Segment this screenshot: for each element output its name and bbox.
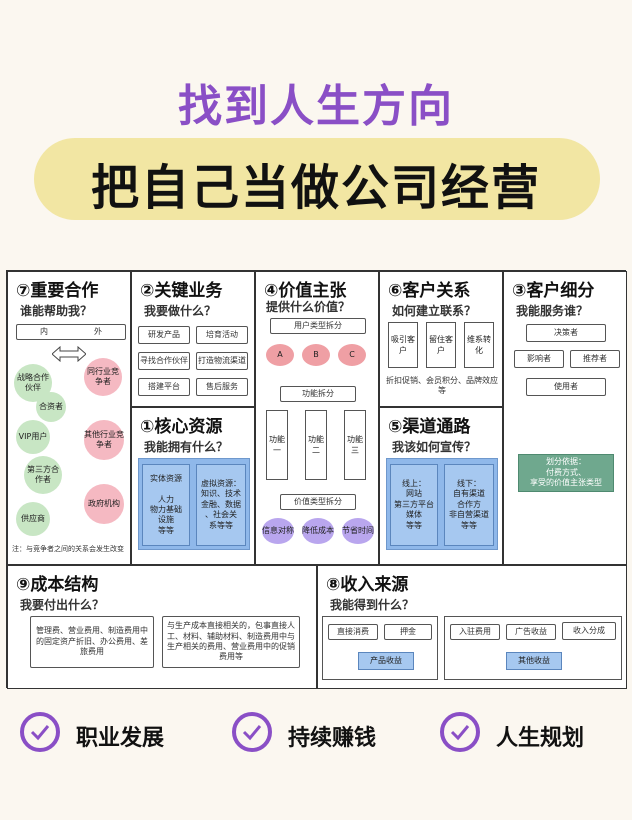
product-income: 产品收益 bbox=[358, 652, 414, 670]
key-partners-question: 谁能帮助我？ bbox=[20, 304, 93, 318]
other-income: 其他收益 bbox=[506, 652, 562, 670]
revenue-ads: 广告收益 bbox=[506, 624, 556, 640]
business-model-canvas: ⑦重要合作 谁能帮助我？ 内 外 战略合作伙伴 同行业竞争者 合资者 VIP用户… bbox=[6, 270, 627, 689]
relation-step: 留住客户 bbox=[426, 322, 456, 368]
check-icon bbox=[440, 712, 480, 752]
segment-user: 使用者 bbox=[526, 378, 606, 396]
product-revenue-group bbox=[322, 616, 438, 680]
page-title-line1: 找到人生方向 bbox=[178, 81, 454, 132]
channels-question: 我该如何宣传？ bbox=[392, 440, 477, 454]
outer-label: 外 bbox=[94, 326, 102, 336]
user-type-c: C bbox=[338, 344, 366, 366]
function-box: 功能二 bbox=[305, 410, 327, 480]
value-circle-time: 节省时间 bbox=[342, 518, 374, 544]
activity-box: 售后服务 bbox=[196, 378, 248, 396]
double-arrow-icon bbox=[52, 346, 86, 362]
check-icon bbox=[232, 712, 272, 752]
user-type-b: B bbox=[302, 344, 330, 366]
partner-circle-third-party: 第三方合作者 bbox=[24, 456, 62, 494]
relation-step: 维系转化 bbox=[464, 322, 494, 368]
cost-structure-question: 我要付出什么？ bbox=[20, 598, 105, 612]
relations-note: 折扣促销、会员积分、品牌效应等 bbox=[386, 376, 498, 396]
key-partners-cell: ⑦重要合作 谁能帮助我？ 内 外 战略合作伙伴 同行业竞争者 合资者 VIP用户… bbox=[7, 271, 131, 565]
key-activities-question: 我要做什么？ bbox=[144, 304, 217, 318]
value-circle-cost: 降低成本 bbox=[302, 518, 334, 544]
key-resources-question: 我能拥有什么？ bbox=[144, 440, 229, 454]
activity-box: 研发产品 bbox=[138, 326, 190, 344]
value-circle-info: 信息对称 bbox=[262, 518, 294, 544]
function-box: 功能三 bbox=[344, 410, 366, 480]
partner-circle-peer: 同行业竞争者 bbox=[84, 358, 122, 396]
revenue-question: 我能得到什么？ bbox=[330, 598, 415, 612]
revenue-entry: 入驻费用 bbox=[450, 624, 500, 640]
revenue-title: ⑧收入来源 bbox=[326, 575, 409, 595]
variable-cost-box: 与生产成本直接相关的，包事直接人工、材料、辅助材料、制造费用中与生产相关的费用、… bbox=[162, 616, 300, 668]
partner-circle-other-industry: 其他行业竞争者 bbox=[84, 420, 124, 460]
customer-segments-title: ③客户细分 bbox=[512, 281, 595, 301]
key-resources-title: ①核心资源 bbox=[140, 417, 223, 437]
activity-box: 搭建平台 bbox=[138, 378, 190, 396]
revenue-direct: 直接消费 bbox=[328, 624, 378, 640]
revenue-cell: ⑧收入来源 我能得到什么？ 直接消费 押金 产品收益 入驻费用 广告收益 收入分… bbox=[317, 565, 627, 689]
key-resources-cell: ①核心资源 我能拥有什么？ 实体资源 人力 物力基础 设施 等等 虚拟资源： 知… bbox=[131, 407, 255, 565]
offline-channels: 线下： 自有渠道 合作方 非自营渠道 等等 bbox=[444, 464, 494, 546]
segment-recommender: 推荐者 bbox=[570, 350, 620, 368]
customer-relations-cell: ⑥客户关系 如何建立联系？ 吸引客户 留住客户 维系转化 折扣促销、会员积分、品… bbox=[379, 271, 503, 407]
user-type-a: A bbox=[266, 344, 294, 366]
title-highlight bbox=[34, 138, 600, 220]
check-icon bbox=[20, 712, 60, 752]
segment-decider: 决策者 bbox=[526, 324, 606, 342]
partner-circle-government: 政府机构 bbox=[84, 484, 124, 524]
value-proposition-question: 提供什么价值？ bbox=[266, 300, 351, 314]
channels-cell: ⑤渠道通路 我该如何宣传？ 线上： 网站 第三方平台 媒体 等等 线下： 自有渠… bbox=[379, 407, 503, 565]
partner-circle-supplier: 供应商 bbox=[16, 502, 50, 536]
fixed-cost-box: 管理费、营业费用、制造费用中的固定资产折旧、办公费用、差旅费用 bbox=[30, 616, 154, 668]
customer-relations-question: 如何建立联系？ bbox=[392, 304, 477, 318]
function-split-box: 功能拆分 bbox=[280, 386, 356, 402]
revenue-deposit: 押金 bbox=[384, 624, 432, 640]
relation-step: 吸引客户 bbox=[388, 322, 418, 368]
physical-resources: 实体资源 人力 物力基础 设施 等等 bbox=[142, 464, 190, 546]
value-proposition-cell: ④价值主张 提供什么价值？ 用户类型拆分 A B C 功能拆分 功能一 功能二 … bbox=[255, 271, 379, 565]
activity-box: 打造物流渠道 bbox=[196, 352, 248, 370]
cost-structure-cell: ⑨成本结构 我要付出什么？ 管理费、营业费用、制造费用中的固定资产折旧、办公费用… bbox=[7, 565, 317, 689]
key-activities-cell: ②关键业务 我要做什么？ 研发产品 培育活动 寻找合作伙伴 打造物流渠道 搭建平… bbox=[131, 271, 255, 407]
partners-note: 注：与竞争者之间的关系会发生改变 bbox=[12, 545, 124, 553]
channels-title: ⑤渠道通路 bbox=[388, 417, 471, 437]
footer-item-earning: 持续赚钱 bbox=[288, 726, 377, 751]
function-box: 功能一 bbox=[266, 410, 288, 480]
activity-box: 培育活动 bbox=[196, 326, 248, 344]
customer-segments-cell: ③客户细分 我能服务谁？ 决策者 影响者 推荐者 使用者 划分依据： 付费方式、… bbox=[503, 271, 627, 565]
customer-segments-question: 我能服务谁？ bbox=[516, 304, 589, 318]
key-partners-title: ⑦重要合作 bbox=[16, 281, 99, 301]
revenue-share: 收入分成 bbox=[562, 622, 616, 640]
value-split-box: 价值类型拆分 bbox=[280, 494, 356, 510]
online-channels: 线上： 网站 第三方平台 媒体 等等 bbox=[390, 464, 438, 546]
footer-item-life-plan: 人生规划 bbox=[496, 726, 585, 751]
cost-structure-title: ⑨成本结构 bbox=[16, 575, 99, 595]
customer-relations-title: ⑥客户关系 bbox=[388, 281, 471, 301]
segment-influencer: 影响者 bbox=[514, 350, 564, 368]
user-split-box: 用户类型拆分 bbox=[270, 318, 366, 334]
inner-label: 内 bbox=[40, 326, 48, 336]
virtual-resources: 虚拟资源： 知识、技术 金融、数据 、社会关 系等等 bbox=[196, 464, 246, 546]
segment-basis: 划分依据： 付费方式、 享受的价值主张类型 bbox=[518, 454, 614, 492]
inner-outer-bar: 内 外 bbox=[16, 324, 126, 340]
partner-circle-jv: 合资者 bbox=[36, 392, 66, 422]
partner-circle-vip: VIP用户 bbox=[16, 420, 50, 454]
other-revenue-group bbox=[444, 616, 622, 680]
page-title-line2: 把自己当做公司经营 bbox=[90, 160, 541, 216]
footer-item-career: 职业发展 bbox=[76, 726, 165, 751]
value-proposition-title: ④价值主张 bbox=[264, 281, 347, 301]
key-activities-title: ②关键业务 bbox=[140, 281, 223, 301]
activity-box: 寻找合作伙伴 bbox=[138, 352, 190, 370]
